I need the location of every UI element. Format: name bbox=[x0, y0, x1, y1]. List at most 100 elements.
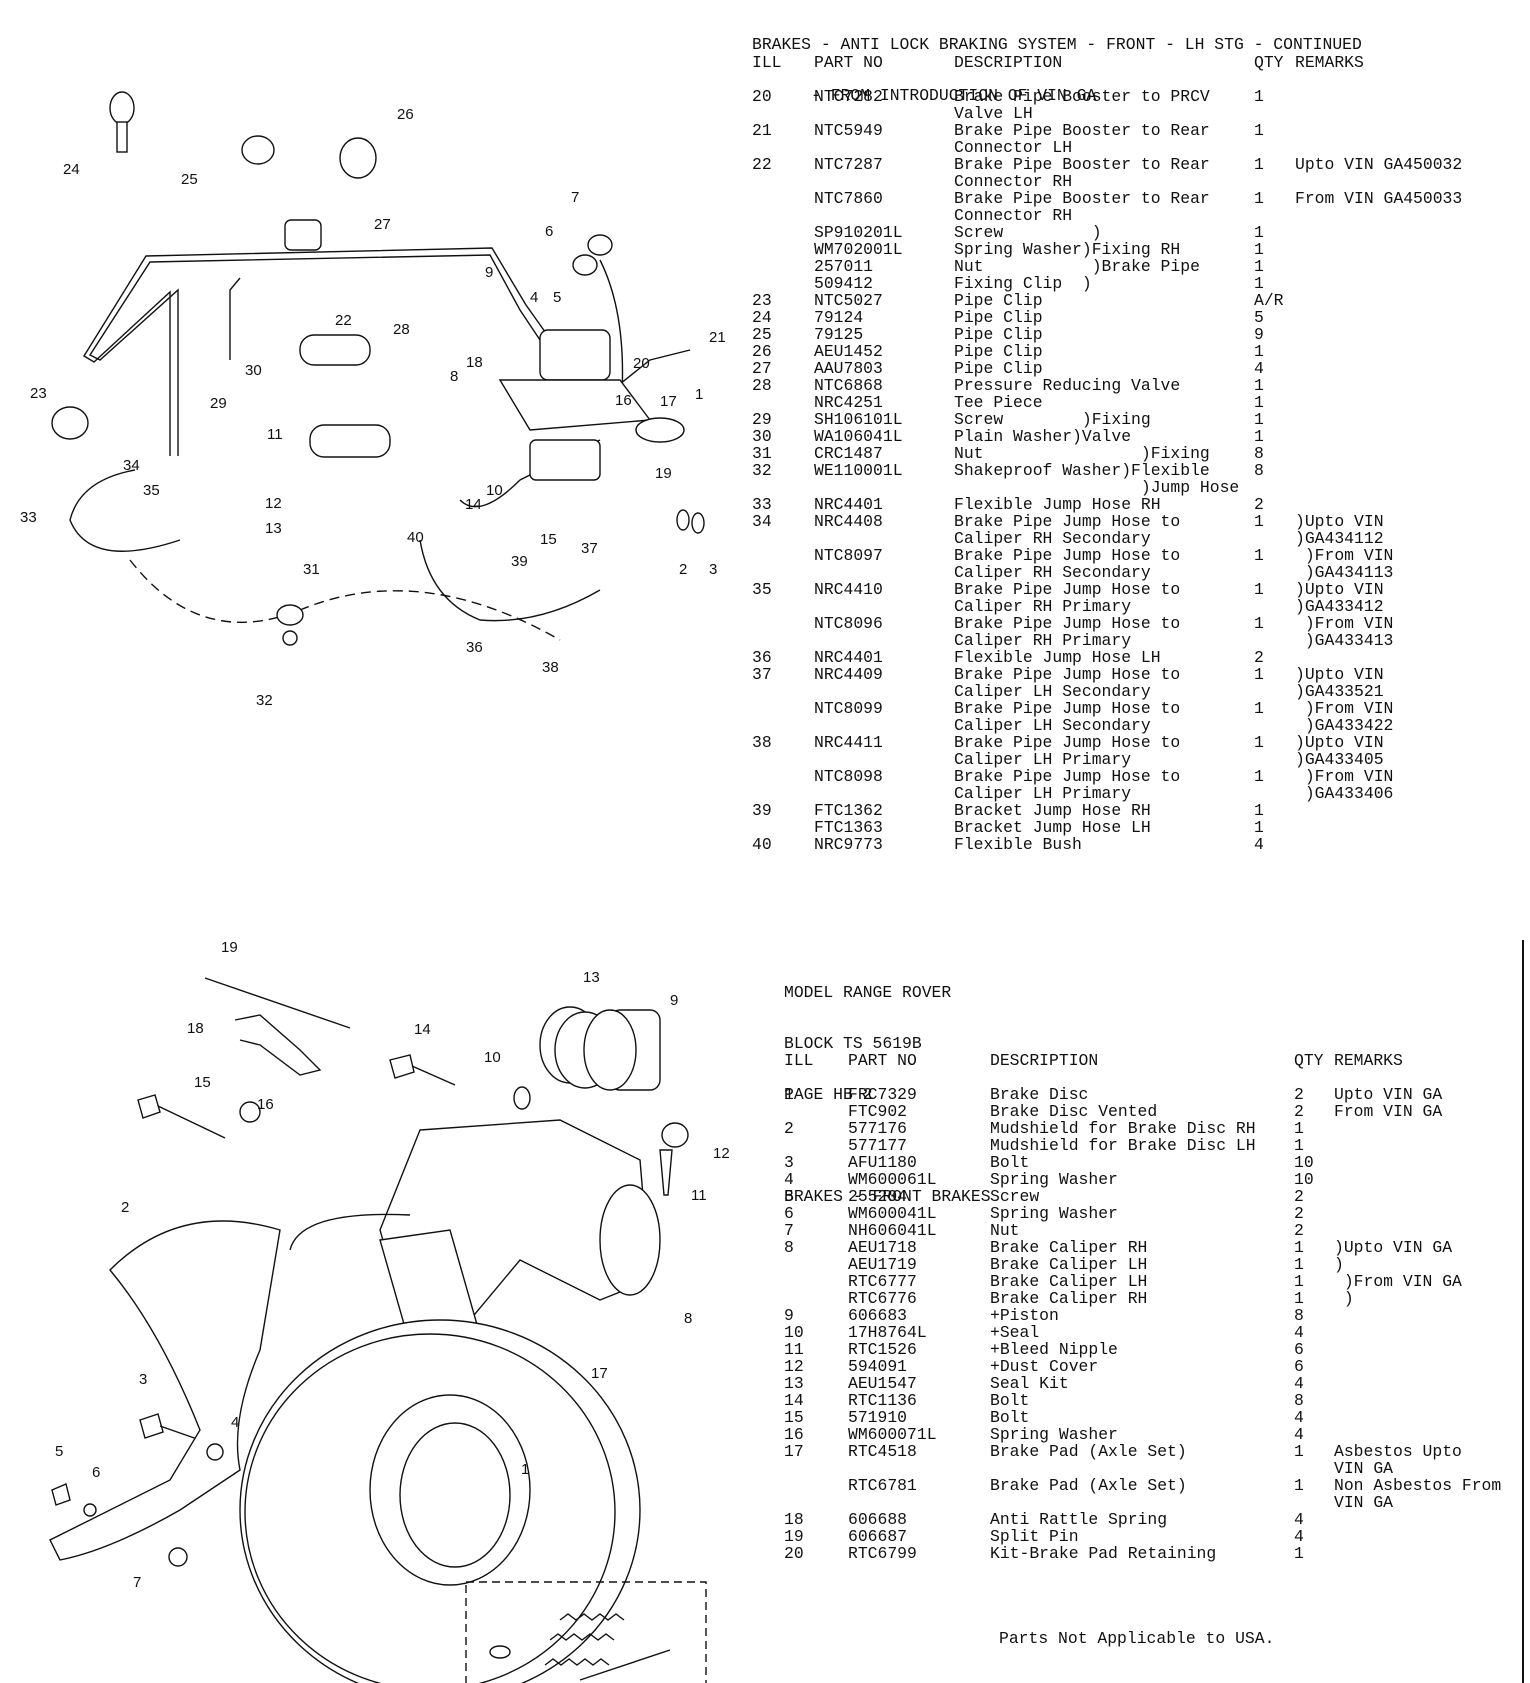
anti-rattle-spring bbox=[234, 1014, 322, 1076]
cell-qty: 1 bbox=[1254, 665, 1264, 684]
cell-part: NRC9773 bbox=[814, 835, 883, 854]
cell-desc: Caliper LH Secondary bbox=[954, 682, 1151, 701]
table-row: Caliper LH Secondary)GA433521 bbox=[752, 683, 1512, 700]
block-label: BLOCK TS 5619B bbox=[784, 1034, 922, 1053]
cell-ill: 24 bbox=[752, 308, 772, 327]
cell-qty: 1 bbox=[1254, 376, 1264, 395]
cell-part: RTC6781 bbox=[848, 1476, 917, 1495]
cell-desc: Anti Rattle Spring bbox=[990, 1510, 1168, 1529]
callout: 2 bbox=[121, 1199, 129, 1216]
cell-part: 509412 bbox=[814, 274, 874, 293]
cell-desc: Brake Pipe Booster to Rear bbox=[954, 155, 1210, 174]
cell-ill: 10 bbox=[784, 1323, 804, 1342]
cell-ill: 4 bbox=[784, 1170, 794, 1189]
callout: 5 bbox=[55, 1443, 63, 1460]
callout: 10 bbox=[484, 1049, 501, 1066]
header-ill: ILL bbox=[784, 1051, 814, 1070]
callout: 14 bbox=[414, 1021, 431, 1038]
cell-part: SP910201L bbox=[814, 223, 903, 242]
cell-part: AFU1180 bbox=[848, 1153, 917, 1172]
cell-desc: Spring Washer bbox=[990, 1204, 1118, 1223]
cell-ill: 40 bbox=[752, 835, 772, 854]
cell-part: RTC6777 bbox=[848, 1272, 917, 1291]
cell-qty: 4 bbox=[1254, 359, 1264, 378]
cell-desc: Bolt bbox=[990, 1391, 1030, 1410]
cell-ill: 5 bbox=[784, 1187, 794, 1206]
cell-desc: Pipe Clip bbox=[954, 359, 1043, 378]
callout: 33 bbox=[20, 509, 37, 526]
cell-ill: 9 bbox=[784, 1306, 794, 1325]
cell-part: NRC4411 bbox=[814, 733, 883, 752]
cell-qty: 4 bbox=[1294, 1374, 1304, 1393]
cell-qty: 5 bbox=[1254, 308, 1264, 327]
callout: 24 bbox=[63, 161, 80, 178]
cell-part: NTC8096 bbox=[814, 614, 883, 633]
cell-desc: +Seal bbox=[990, 1323, 1040, 1342]
callout: 16 bbox=[615, 392, 632, 409]
abs-modulator-unit bbox=[498, 329, 685, 481]
callout: 10 bbox=[486, 482, 503, 499]
cell-remarks: VIN GA bbox=[1334, 1459, 1394, 1478]
callout: 8 bbox=[450, 368, 458, 385]
cell-part: 79125 bbox=[814, 325, 864, 344]
cell-part: NRC4410 bbox=[814, 580, 883, 599]
cell-part: 577177 bbox=[848, 1136, 908, 1155]
cell-part: NRC4409 bbox=[814, 665, 883, 684]
cell-desc: Brake Pipe Booster to Rear bbox=[954, 189, 1210, 208]
callout: 13 bbox=[583, 969, 600, 986]
cell-desc: Screw )Fixing bbox=[954, 410, 1151, 429]
pipe-clips bbox=[51, 91, 705, 646]
cell-remarks: )GA434112 bbox=[1295, 529, 1384, 548]
cell-ill: 22 bbox=[752, 155, 772, 174]
cell-desc: Caliper LH Primary bbox=[954, 750, 1132, 769]
cell-remarks: From VIN GA bbox=[1334, 1102, 1443, 1121]
bottom-section-title: BRAKES - FRONT BRAKES bbox=[784, 1187, 991, 1206]
cell-desc: Bracket Jump Hose RH bbox=[954, 801, 1151, 820]
cell-qty: 1 bbox=[1254, 274, 1264, 293]
cell-qty: 1 bbox=[1294, 1544, 1304, 1563]
cell-desc: Brake Pad (Axle Set) bbox=[990, 1442, 1187, 1461]
cell-desc: )Jump Hose bbox=[954, 478, 1240, 497]
abs-pipework-exploded-diagram: 24 25 26 27 7 6 9 4 5 22 28 21 18 20 30 … bbox=[20, 91, 726, 709]
cell-qty: 1 bbox=[1254, 801, 1264, 820]
callout: 37 bbox=[581, 540, 598, 557]
cell-part: NTC8099 bbox=[814, 699, 883, 718]
cell-remarks: )Upto VIN bbox=[1295, 512, 1384, 531]
callout: 23 bbox=[30, 385, 47, 402]
table-row: Connector LH bbox=[752, 139, 1512, 156]
cell-qty: 1 bbox=[1254, 580, 1264, 599]
cell-desc: Kit-Brake Pad Retaining bbox=[990, 1544, 1217, 1563]
title-line-2: - FROM INTRODUCTION OF VIN GA bbox=[752, 86, 1097, 105]
cell-part: FTC1362 bbox=[814, 801, 883, 820]
callout: 17 bbox=[591, 1365, 608, 1382]
cell-qty: 4 bbox=[1294, 1323, 1304, 1342]
cell-part: AEU1718 bbox=[848, 1238, 917, 1257]
cell-remarks: )GA433422 bbox=[1295, 716, 1394, 735]
cell-desc: Spring Washer)Fixing RH bbox=[954, 240, 1181, 259]
callout: 16 bbox=[257, 1096, 274, 1113]
top-callouts: 24 25 26 27 7 6 9 4 5 22 28 21 18 20 30 … bbox=[20, 106, 726, 709]
footer-note: Parts Not Applicable to USA. bbox=[999, 1629, 1275, 1648]
cell-qty: 4 bbox=[1254, 835, 1264, 854]
cell-qty: 6 bbox=[1294, 1340, 1304, 1359]
cell-desc: Tee Piece bbox=[954, 393, 1043, 412]
callout: 12 bbox=[713, 1145, 730, 1162]
callout: 15 bbox=[540, 531, 557, 548]
table-header: ILL PART NO DESCRIPTION QTY REMARKS bbox=[752, 54, 1512, 71]
cell-ill: 14 bbox=[784, 1391, 804, 1410]
cell-ill: 6 bbox=[784, 1204, 794, 1223]
cell-qty: 2 bbox=[1294, 1187, 1304, 1206]
